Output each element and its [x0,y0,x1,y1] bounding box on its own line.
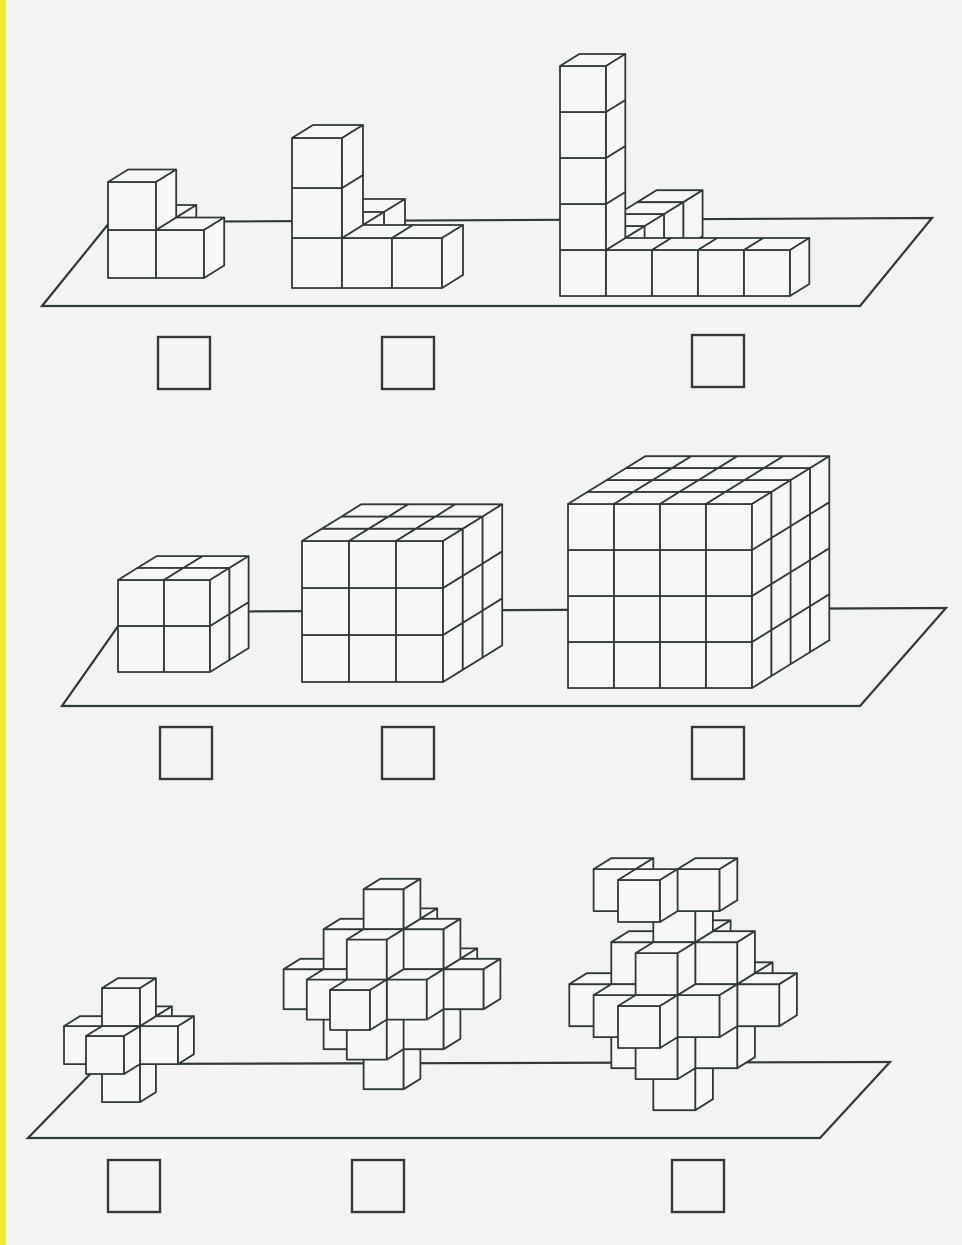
cube-2x2x2 [118,556,249,672]
cube-face [652,250,698,296]
answer-box-2-1[interactable] [160,727,212,779]
cube-face [568,504,614,550]
cube-face [349,588,396,635]
figures-row-3 [64,858,797,1110]
row-3 [28,858,890,1138]
cube-face [364,889,404,929]
cube-face [404,929,444,969]
cube-face [560,66,606,112]
cube-face [614,504,660,550]
row-1 [42,54,932,306]
cube-face [108,230,156,278]
cube-face [660,504,706,550]
cube-face [108,182,156,230]
cube-face [618,1006,660,1048]
cube-face [302,635,349,682]
cube-face [302,541,349,588]
cube-face [678,869,720,911]
cube-face [292,138,342,188]
cube-face [737,984,779,1026]
cube-face [347,940,387,980]
corner-shape-large [560,54,809,296]
cube-face [342,238,392,288]
cube-face [660,596,706,642]
cube-3x3x3 [302,504,502,682]
cube-face [614,550,660,596]
cube-face [292,188,342,238]
cube-face [560,112,606,158]
cross-shape-medium [284,879,501,1089]
cube-face [86,1036,124,1074]
cube-face [396,635,443,682]
answer-box-3-1[interactable] [108,1160,160,1212]
cross-shape-small [64,978,194,1102]
answer-box-1-1[interactable] [158,337,210,389]
row-2 [62,456,946,706]
cube-face [660,550,706,596]
cube-face [744,250,790,296]
cube-face [396,588,443,635]
cube-face [392,238,442,288]
answer-box-3-2[interactable] [352,1160,404,1212]
cube-face [349,635,396,682]
corner-shape-small [108,170,224,279]
cube-4x4x4 [568,456,829,688]
cube-face [706,596,752,642]
cube-face [698,250,744,296]
answer-box-3-3[interactable] [672,1160,724,1212]
figures-row-2 [118,456,829,688]
cube-face [568,550,614,596]
cube-face [660,642,706,688]
cube-face [678,995,720,1037]
cube-face [706,550,752,596]
answer-box-2-3[interactable] [692,727,744,779]
answer-box-1-2[interactable] [382,337,434,389]
cube-face [568,642,614,688]
cube-face [444,969,484,1009]
answer-box-1-3[interactable] [692,335,744,387]
answer-box-2-2[interactable] [382,727,434,779]
cube-face [302,588,349,635]
cube-face [387,980,427,1020]
cube-face [396,541,443,588]
cube-face [102,988,140,1026]
cube-face [164,626,210,672]
cube-face [560,250,606,296]
cube-face [618,880,660,922]
cube-face [614,642,660,688]
cross-shape-large [569,858,797,1110]
cube-face [292,238,342,288]
cube-face [614,596,660,642]
cube-face [140,1026,178,1064]
cube-face [330,990,370,1030]
cube-face [706,642,752,688]
cube-face [118,626,164,672]
cube-face [636,953,678,995]
cube-face [695,942,737,984]
cube-face [156,230,204,278]
cube-face [706,504,752,550]
corner-shape-medium [292,125,463,288]
figures-row-1 [108,54,809,296]
plate-row-3 [28,1062,890,1138]
cube-face [349,541,396,588]
cube-face [560,158,606,204]
cube-face [606,250,652,296]
cube-face [164,580,210,626]
cube-face [560,204,606,250]
cube-face [568,596,614,642]
cube-face [118,580,164,626]
